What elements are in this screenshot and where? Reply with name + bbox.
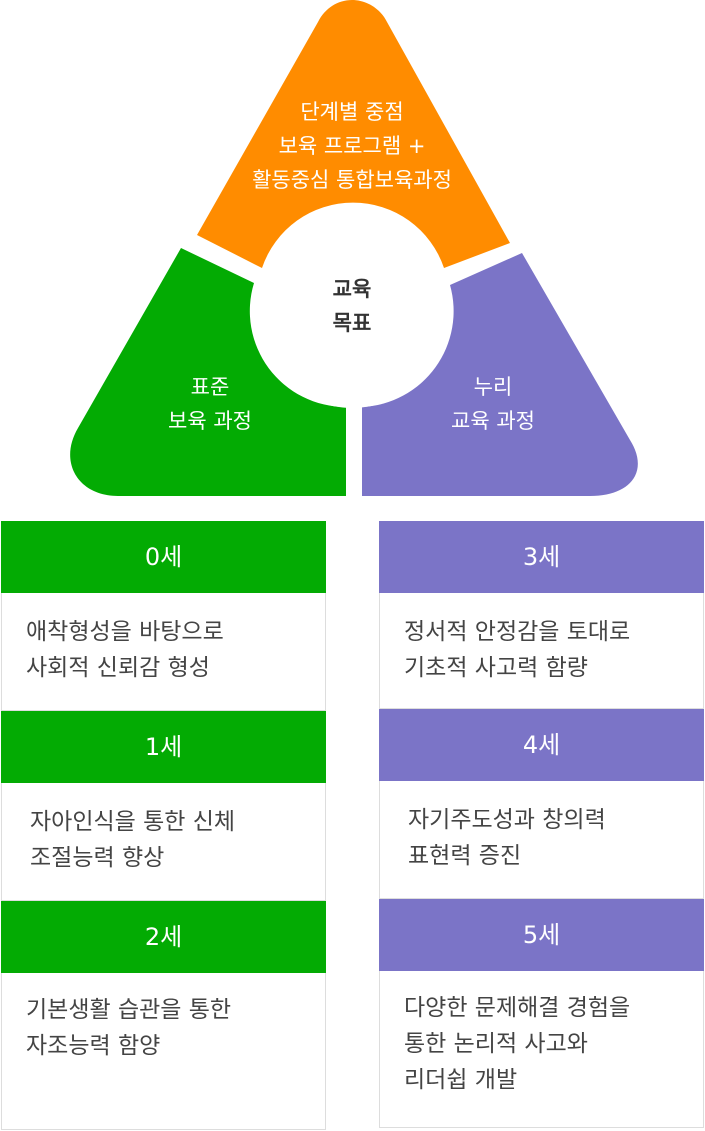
description-line: 정서적 안정감을 토대로 [404,619,631,645]
right-age-column: 3세 정서적 안정감을 토대로 기초적 사고력 함량 4세 자기주도성과 창의력… [379,521,704,1128]
description-line: 자기주도성과 창의력 [408,807,606,833]
age-card-5: 5세 다양한 문제해결 경험을 통한 논리적 사고와 리더쉽 개발 [379,899,704,1128]
description-line: 자조능력 함양 [26,1033,161,1059]
left-segment-line: 보육 과정 [168,409,252,433]
description-line: 다양한 문제해결 경험을 [404,995,631,1021]
top-segment-line: 단계별 중점 [300,100,404,124]
age-header: 5세 [379,899,704,971]
age-card-4: 4세 자기주도성과 창의력 표현력 증진 [379,709,704,899]
left-segment-line: 표준 [190,375,230,399]
description-line: 리더쉽 개발 [404,1067,518,1093]
age-header: 1세 [1,711,326,783]
center-label: 교육 목표 [292,272,412,340]
age-description: 정서적 안정감을 토대로 기초적 사고력 함량 [379,593,704,709]
description-line: 애착형성을 바탕으로 [26,619,224,645]
age-header: 4세 [379,709,704,781]
top-segment-line: 보육 프로그램 + [278,134,426,158]
goal-triangle-diagram [70,0,638,496]
top-segment-line: 활동중심 통합보육과정 [252,168,452,192]
right-segment-line: 누리 [473,375,513,399]
description-line: 통한 논리적 사고와 [404,1031,588,1057]
left-age-column: 0세 애착형성을 바탕으로 사회적 신뢰감 형성 1세 자아인식을 통한 신체 … [1,521,326,1130]
age-card-3: 3세 정서적 안정감을 토대로 기초적 사고력 함량 [379,521,704,709]
description-line: 기본생활 습관을 통한 [26,997,232,1023]
age-header: 2세 [1,901,326,973]
age-description: 애착형성을 바탕으로 사회적 신뢰감 형성 [1,593,326,711]
center-line: 교육 [332,277,372,301]
description-line: 표현력 증진 [408,843,522,869]
age-description: 다양한 문제해결 경험을 통한 논리적 사고와 리더쉽 개발 [379,971,704,1128]
age-card-1: 1세 자아인식을 통한 신체 조절능력 향상 [1,711,326,901]
right-segment-label: 누리 교육 과정 [393,370,593,438]
left-segment [70,248,346,496]
description-line: 사회적 신뢰감 형성 [26,655,210,681]
description-line: 조절능력 향상 [30,845,165,871]
age-description: 자아인식을 통한 신체 조절능력 향상 [1,783,326,901]
center-line: 목표 [332,311,372,335]
description-line: 기초적 사고력 함량 [404,655,588,681]
top-segment-label: 단계별 중점 보육 프로그램 + 활동중심 통합보육과정 [202,95,502,197]
description-line: 자아인식을 통한 신체 [30,809,236,835]
age-description: 기본생활 습관을 통한 자조능력 함양 [1,973,326,1130]
age-header: 3세 [379,521,704,593]
age-header: 0세 [1,521,326,593]
right-segment [362,253,638,496]
right-segment-line: 교육 과정 [451,409,535,433]
age-card-0: 0세 애착형성을 바탕으로 사회적 신뢰감 형성 [1,521,326,711]
center-circle [257,218,447,408]
age-card-2: 2세 기본생활 습관을 통한 자조능력 함양 [1,901,326,1130]
top-segment [197,0,510,268]
age-description: 자기주도성과 창의력 표현력 증진 [379,781,704,899]
left-segment-label: 표준 보육 과정 [110,370,310,438]
